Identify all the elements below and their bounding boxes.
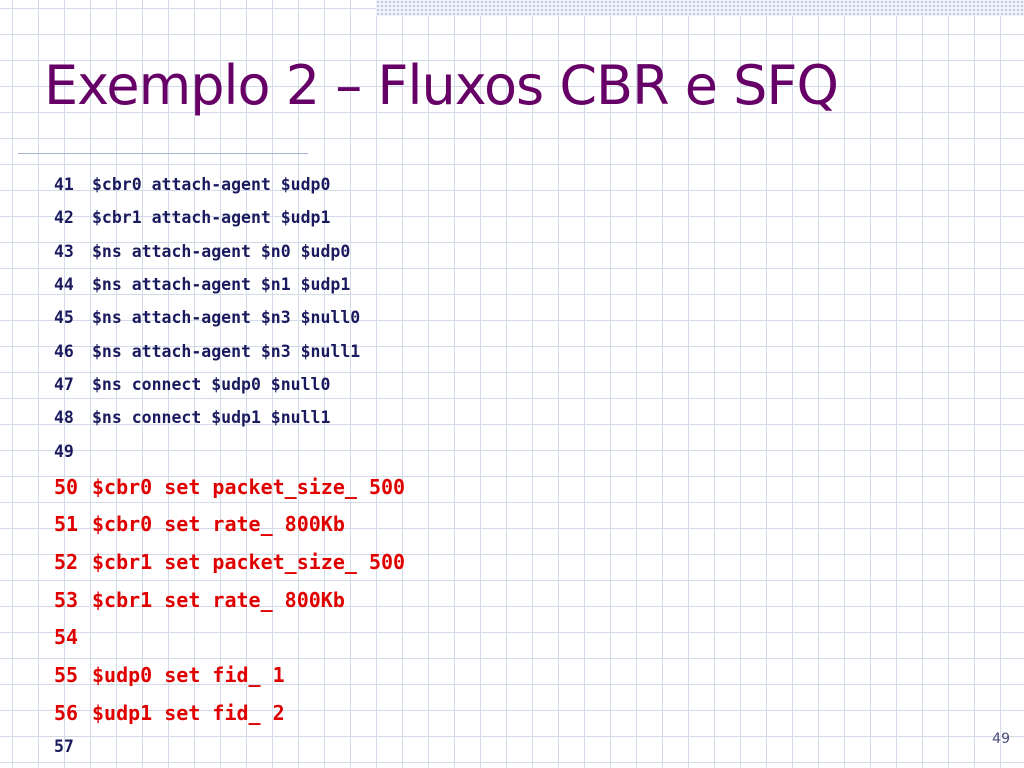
code-text: $cbr1 attach-agent $udp1: [92, 208, 331, 228]
code-listing: 41 $cbr0 attach-agent $udp0 42 $cbr1 attach…: [54, 168, 405, 761]
page-number: 49: [992, 731, 1010, 747]
line-number: 56: [54, 700, 79, 725]
code-line: 51 $cbr0 set rate_ 800Kb: [54, 505, 405, 543]
code-line: 44 $ns attach-agent $n1 $udp1: [54, 268, 405, 301]
code-line: 41 $cbr0 attach-agent $udp0: [54, 168, 405, 201]
code-line: 42 $cbr1 attach-agent $udp1: [54, 201, 405, 234]
code-line: 57: [54, 731, 405, 761]
code-line: 45 $ns attach-agent $n3 $null0: [54, 301, 405, 334]
line-number: 48: [54, 408, 74, 428]
code-text: $cbr0 set rate_ 800Kb: [92, 512, 345, 537]
line-number: 41: [54, 175, 74, 195]
code-line: 50 $cbr0 set packet_size_ 500: [54, 468, 405, 506]
code-line: 43 $ns attach-agent $n0 $udp0: [54, 235, 405, 268]
line-number: 54: [54, 625, 79, 650]
code-line: 46 $ns attach-agent $n3 $null1: [54, 334, 405, 367]
code-line: 55 $udp0 set fid_ 1: [54, 656, 405, 694]
code-text: $cbr1 set rate_ 800Kb: [92, 587, 345, 612]
code-line: 49: [54, 434, 405, 467]
code-text: $cbr0 set packet_size_ 500: [92, 474, 406, 499]
code-text: $ns connect $udp0 $null0: [92, 374, 331, 394]
code-line: 53 $cbr1 set rate_ 800Kb: [54, 581, 405, 619]
code-text: $ns attach-agent $n3 $null0: [92, 308, 361, 328]
code-text: $ns attach-agent $n3 $null1: [92, 341, 361, 361]
code-text: $udp1 set fid_ 2: [92, 700, 285, 725]
code-line: 52 $cbr1 set packet_size_ 500: [54, 543, 405, 581]
code-text: $cbr1 set packet_size_ 500: [92, 549, 406, 574]
line-number: 50: [54, 474, 79, 499]
line-number: 42: [54, 208, 74, 228]
line-number: 47: [54, 374, 74, 394]
decorative-top-band: [376, 0, 1024, 16]
line-number: 49: [54, 441, 74, 461]
slide-title: Exemplo 2 – Fluxos CBR e SFQ: [44, 54, 839, 117]
code-text: $udp0 set fid_ 1: [92, 662, 285, 687]
line-number: 53: [54, 587, 79, 612]
code-text: $cbr0 attach-agent $udp0: [92, 175, 331, 195]
code-line: 47 $ns connect $udp0 $null0: [54, 368, 405, 401]
line-number: 51: [54, 512, 79, 537]
code-text: $ns attach-agent $n0 $udp0: [92, 241, 351, 261]
code-text: $ns attach-agent $n1 $udp1: [92, 275, 351, 295]
line-number: 55: [54, 662, 79, 687]
code-text: $ns connect $udp1 $null1: [92, 408, 331, 428]
code-line: 48 $ns connect $udp1 $null1: [54, 401, 405, 434]
line-number: 46: [54, 341, 74, 361]
line-number: 57: [54, 736, 74, 756]
title-underline: [18, 153, 308, 154]
code-line: 56 $udp1 set fid_ 2: [54, 694, 405, 732]
line-number: 45: [54, 308, 74, 328]
line-number: 43: [54, 241, 74, 261]
line-number: 44: [54, 275, 74, 295]
line-number: 52: [54, 549, 79, 574]
code-line: 54: [54, 618, 405, 656]
